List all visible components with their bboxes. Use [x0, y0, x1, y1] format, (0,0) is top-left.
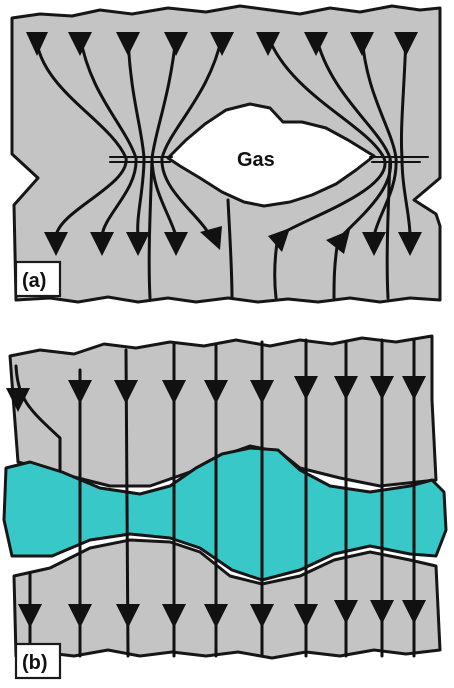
arrowhead-down [68, 32, 92, 56]
arrowhead-down [164, 32, 188, 56]
flow-line [147, 158, 154, 300]
arrowhead-down [362, 232, 386, 256]
flow-line [14, 364, 62, 472]
arrowhead-down [90, 232, 114, 256]
arrowhead-diagonal [326, 230, 350, 254]
panel-a-label-box [14, 260, 62, 298]
panel-b: (b) [2, 334, 448, 680]
panel-b-label: (b) [22, 652, 48, 674]
arrowhead-down [114, 380, 138, 404]
flow-line [160, 34, 224, 238]
flow-line [150, 34, 178, 238]
arrowhead-down [304, 32, 328, 56]
arrowhead-down [162, 604, 186, 628]
arrowhead-down [402, 600, 426, 624]
panel-b-rock-matrix-bottom [12, 538, 442, 660]
arrowhead-down [116, 604, 140, 628]
arrowhead-down [334, 376, 358, 400]
arrowhead-down [370, 600, 394, 624]
arrowhead-down [116, 32, 140, 56]
arrowhead-down [350, 32, 374, 56]
flow-line [78, 34, 138, 238]
arrowhead-down [204, 604, 228, 628]
arrowhead-down [126, 232, 150, 256]
panel-a-label: (a) [22, 270, 46, 292]
flow-line [399, 34, 412, 238]
arrowhead-down [6, 388, 30, 412]
arrowhead-down [370, 376, 394, 400]
flow-line [314, 34, 393, 242]
arrowhead-diagonal [268, 228, 290, 252]
gas-label: Gas [237, 149, 275, 171]
arrowhead-down [334, 600, 358, 624]
arrowhead-down [250, 604, 274, 628]
arrowhead-down [68, 604, 92, 628]
arrowhead-down [398, 232, 422, 256]
arrowhead-down [256, 32, 280, 56]
flow-line [126, 34, 146, 238]
arrowhead-down [164, 232, 188, 256]
flow-line [34, 34, 128, 238]
panel-b-rock-matrix-top [8, 334, 438, 488]
arrowhead-diagonal [200, 226, 222, 250]
flow-line [266, 34, 387, 238]
panel-b-label-box [14, 642, 62, 680]
arrowhead-down [26, 32, 48, 56]
arrowhead-down [204, 380, 228, 404]
flow-line [226, 198, 234, 300]
arrowhead-down [294, 604, 318, 628]
arrowhead-down [210, 32, 234, 56]
arrowhead-down [402, 376, 426, 400]
panel-a: Gas [10, 4, 442, 304]
arrowhead-down [162, 380, 186, 404]
arrowhead-down [44, 232, 68, 256]
arrowhead-down [68, 380, 92, 404]
arrowhead-down [18, 604, 42, 628]
arrowhead-down [294, 376, 318, 400]
flow-line [360, 34, 398, 238]
arrowhead-down [250, 380, 274, 404]
arrowhead-down [394, 32, 418, 56]
flow-line [385, 158, 392, 300]
